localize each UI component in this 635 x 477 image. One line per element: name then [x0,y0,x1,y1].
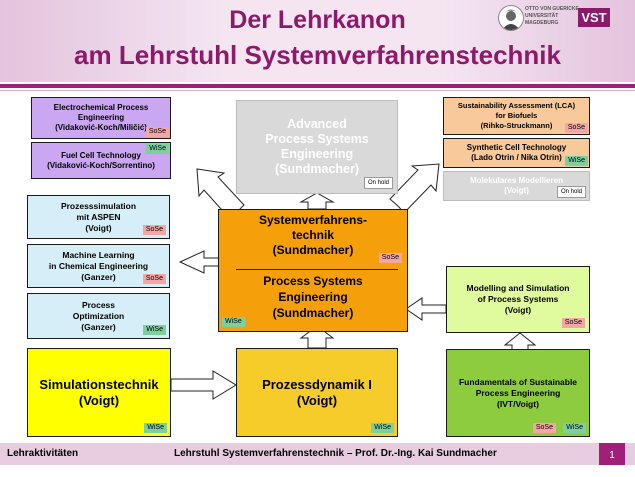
course-title: Molekulares Modellieren (Voigt) [470,176,563,195]
course-synthetic-cell-technology[interactable]: Synthetic Cell Technology (Lado Otrin / … [443,138,590,168]
semester-badge-wise: WiSe [565,156,588,166]
course-title: Modelling and Simulation of Process Syst… [466,283,570,315]
footer-chair-label: Lehrstuhl Systemverfahrenstechnik – Prof… [174,448,497,459]
course-title: Advanced Process Systems Engineering (Su… [265,117,369,176]
university-logo: OTTO VON GUERICKE UNIVERSITÄT MAGDEBURG [498,5,579,31]
semester-badge-wise: WiSe [144,423,167,433]
semester-badge-sose: SoSe [564,123,588,133]
header-rule [0,84,635,88]
course-title: Systemverfahrens- technik (Sundmacher) [258,213,368,257]
footer-bar [0,443,635,465]
arrow-simulation-to-prozessdynamik [170,370,237,400]
course-prozesssimulation-aspen[interactable]: Prozesssimulation mit ASPEN (Voigt) SoSe [27,195,170,239]
course-title: Process Optimization (Ganzer) [72,299,125,332]
footer: Lehraktivitäten Lehrstuhl Systemverfahre… [0,440,635,477]
semester-badge-wise: WiSe [143,325,166,335]
course-title: Electrochemical Process Engineering (Vid… [53,103,149,132]
course-machine-learning[interactable]: Machine Learning in Chemical Engineering… [27,244,170,288]
header-banner: Der Lehrkanon am Lehrstuhl Systemverfahr… [0,0,635,82]
university-logo-text: OTTO VON GUERICKE UNIVERSITÄT MAGDEBURG [525,6,579,26]
status-badge-on-hold: On hold [363,177,393,189]
semester-badge-wise: WiSe [563,423,586,433]
slide-title-line1: Der Lehrkanon [229,6,406,34]
semester-badge-sose: SoSe [561,318,585,328]
course-electrochemical-process-engineering[interactable]: Electrochemical Process Engineering (Vid… [31,97,171,139]
course-systemverfahrenstechnik: Systemverfahrens- technik (Sundmacher) [219,213,407,258]
semester-badge-sose: SoSe [145,127,169,137]
course-title: Prozessdynamik I (Voigt) [262,376,372,408]
arrow-fundamentals-to-modelling [503,332,537,351]
course-molekulares-modellieren[interactable]: Molekulares Modellieren (Voigt) On hold [443,171,590,201]
course-title: Fundamentals of Sustainable Process Engi… [458,376,578,409]
semester-badge-wise: WiSe [222,317,245,327]
course-title: Process Systems Engineering (Sundmacher) [263,274,363,320]
page-number: 1 [599,443,625,465]
header-rule-thin [0,90,635,91]
semester-badge-wise: WiSe [146,144,169,154]
semester-badge-wise: WiSe [371,423,394,433]
footer-section-label: Lehraktivitäten [7,448,79,459]
arrow-to-advanced [299,192,335,210]
course-prozessdynamik-1[interactable]: Prozessdynamik I (Voigt) WiSe [236,348,398,437]
semester-badge-sose: SoSe [142,225,166,235]
arrow-modelling-to-center [405,297,447,321]
course-systemverfahrenstechnik-pse[interactable]: Systemverfahrens- technik (Sundmacher) S… [218,209,408,332]
semester-badge-sose: SoSe [378,253,402,263]
course-simulationstechnik[interactable]: Simulationstechnik (Voigt) WiSe [27,348,171,437]
slide-title-line2: am Lehrstuhl Systemverfahrenstechnik [74,40,561,70]
course-process-optimization[interactable]: Process Optimization (Ganzer) WiSe [27,293,170,339]
course-title: Fuel Cell Technology (Vidaković-Koch/Sor… [47,150,155,170]
semester-badge-sose: SoSe [142,274,166,284]
course-advanced-process-systems-engineering[interactable]: Advanced Process Systems Engineering (Su… [236,100,398,194]
course-title: Prozesssimulation mit ASPEN (Voigt) [60,200,137,233]
course-fundamentals-sustainable-process-engineering[interactable]: Fundamentals of Sustainable Process Engi… [446,349,590,437]
status-badge-on-hold: On hold [556,186,586,198]
course-title: Simulationstechnik (Voigt) [39,376,159,408]
course-fuel-cell-technology[interactable]: Fuel Cell Technology (Vidaković-Koch/Sor… [31,142,171,179]
course-sustainability-assessment-lca[interactable]: Sustainability Assessment (LCA) for Biof… [443,97,590,135]
guericke-portrait-icon [498,5,524,31]
course-title: Synthetic Cell Technology (Lado Otrin / … [466,143,567,162]
course-title: Sustainability Assessment (LCA) for Biof… [457,101,576,130]
center-divider [236,269,398,270]
course-title: Machine Learning in Chemical Engineering… [48,249,149,282]
course-modelling-and-simulation[interactable]: Modelling and Simulation of Process Syst… [446,266,590,333]
course-process-systems-engineering: Process Systems Engineering (Sundmacher) [219,273,407,321]
vst-logo: VST [578,8,610,27]
semester-badge-sose: SoSe [532,423,556,433]
